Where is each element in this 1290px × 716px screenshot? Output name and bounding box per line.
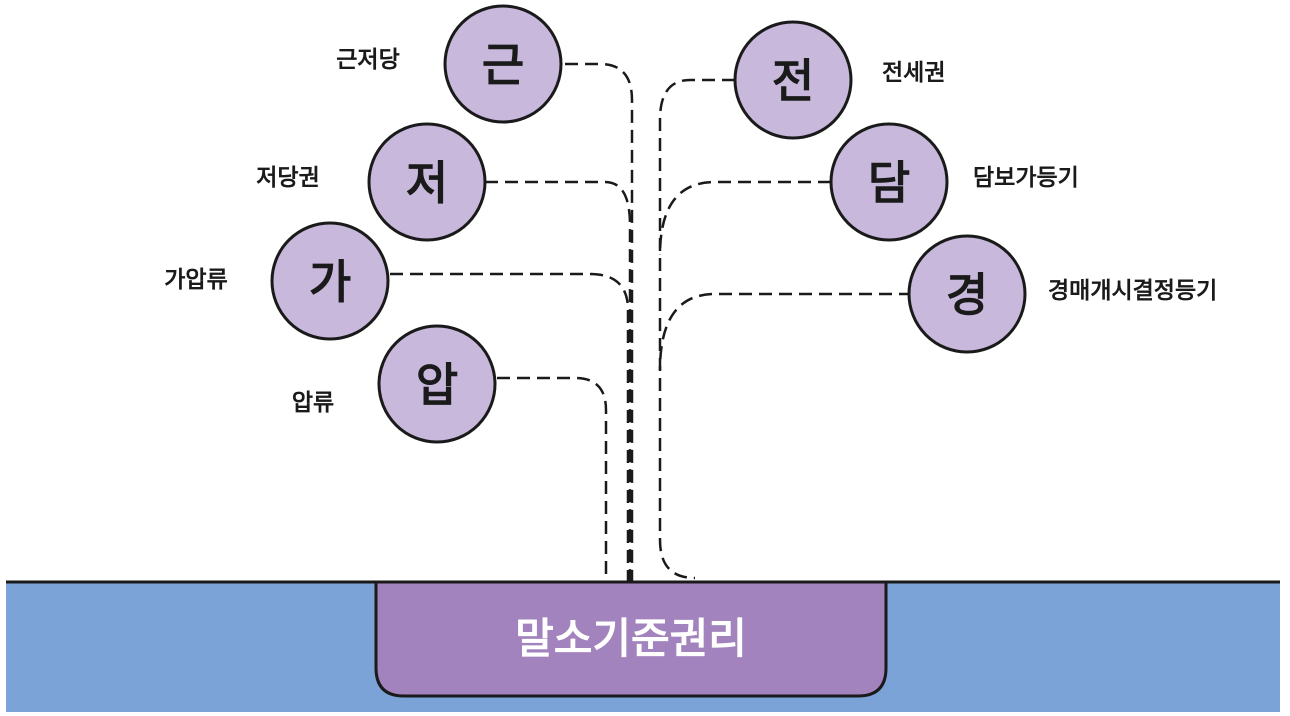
node-circle-gyeong — [907, 234, 1027, 354]
label-apryu: 압류 — [292, 390, 334, 416]
connector-right-3 — [658, 292, 912, 371]
node-letter-jeo: 저 — [406, 156, 448, 210]
node-circle-ap — [377, 324, 497, 444]
node-letter-ga: 가 — [309, 255, 351, 309]
connector-right-2 — [658, 180, 831, 256]
connector-left-1 — [565, 62, 634, 582]
node-letter-gyeong: 경 — [946, 268, 988, 322]
node-letter-dam: 담 — [868, 156, 910, 210]
node-circle-jeon — [733, 20, 853, 140]
node-circle-jeo — [367, 122, 487, 242]
node-circle-ga — [270, 221, 390, 341]
label-jeodanggwon: 저당권 — [256, 165, 319, 191]
root-box — [374, 580, 888, 698]
node-letter-jeon: 전 — [772, 54, 814, 108]
node-letter-geun: 근 — [482, 38, 524, 92]
node-letter-ap: 압 — [416, 358, 458, 412]
label-dambogadeunggi: 담보가등기 — [973, 165, 1079, 191]
label-geunjeodang: 근저당 — [336, 47, 399, 73]
label-gyeongmaegaesi: 경매개시결정등기 — [1048, 278, 1217, 304]
connector-left-2 — [485, 180, 632, 582]
root-label: 말소기준권리 — [515, 614, 747, 663]
label-gaapryu: 가압류 — [164, 267, 227, 293]
connector-right-1 — [658, 78, 735, 580]
label-jeonsegwon: 전세권 — [882, 60, 945, 86]
node-circle-dam — [829, 122, 949, 242]
node-circle-geun — [443, 4, 563, 124]
connector-left-3 — [390, 272, 630, 582]
connector-left-4 — [497, 376, 608, 582]
